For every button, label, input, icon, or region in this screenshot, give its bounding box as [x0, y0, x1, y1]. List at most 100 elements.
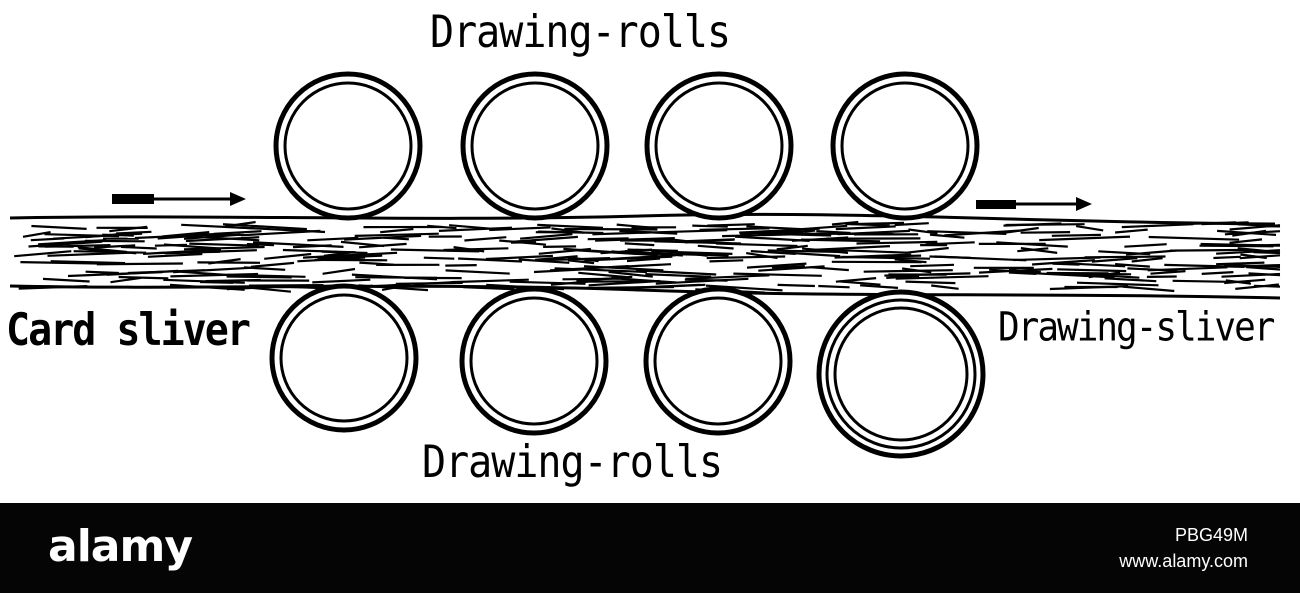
fiber-stroke — [1239, 254, 1281, 260]
fiber-stroke — [179, 234, 260, 242]
fiber-stroke — [1213, 255, 1241, 260]
fiber-stroke — [485, 254, 553, 261]
fiber-stroke — [518, 258, 570, 264]
output-arrow — [976, 197, 1092, 211]
fiber-stroke — [1115, 228, 1148, 234]
fiber-stroke — [627, 248, 678, 252]
fiber-stroke — [699, 227, 770, 231]
fiber-stroke — [645, 273, 712, 278]
top-rolls-label: Drawing-rolls — [430, 6, 731, 59]
fiber-stroke — [1104, 277, 1157, 283]
fiber-stroke — [805, 245, 890, 252]
fiber-stroke — [413, 281, 453, 286]
fiber-stroke — [1216, 249, 1281, 255]
fiber-stroke — [445, 269, 510, 275]
fiber-stroke — [1008, 271, 1037, 275]
fiber-stroke — [77, 246, 128, 254]
fiber-stroke — [499, 239, 547, 246]
drawing-sliver-label: Drawing-sliver — [998, 304, 1275, 351]
fiber-stroke — [685, 274, 770, 280]
fiber-stroke — [611, 277, 677, 284]
fiber-stroke — [611, 283, 701, 290]
fiber-stroke — [1020, 247, 1058, 254]
fiber-stroke — [934, 255, 1027, 262]
fiber-stroke — [905, 246, 949, 254]
fiber-stroke — [863, 269, 953, 273]
top-roll-2 — [460, 71, 610, 221]
fiber-stroke — [1224, 230, 1281, 236]
fiber-stroke — [739, 229, 791, 234]
fiber-stroke — [651, 250, 733, 255]
fiber-stroke — [264, 252, 312, 260]
fiber-stroke — [213, 230, 262, 235]
fiber-stroke — [1164, 263, 1245, 268]
bottom-roll-2 — [459, 286, 609, 436]
fiber-stroke — [608, 270, 653, 278]
fiber-stroke — [616, 223, 654, 229]
fiber-stroke — [692, 224, 728, 228]
fiber-stroke — [94, 244, 136, 249]
fiber-stroke — [609, 263, 672, 269]
fiber-stroke — [1088, 271, 1121, 279]
fiber-stroke — [169, 283, 245, 291]
fiber-stroke — [307, 236, 359, 242]
fiber-stroke — [575, 249, 659, 257]
fiber-stroke — [340, 240, 385, 248]
fiber-stroke — [675, 238, 735, 243]
fiber-stroke — [53, 232, 143, 240]
fiber-stroke — [624, 242, 655, 247]
fiber-stroke — [733, 272, 822, 277]
fiber-stroke — [22, 231, 51, 238]
fiber-stroke — [567, 259, 595, 265]
fiber-stroke — [451, 278, 529, 284]
fiber-stroke — [1245, 265, 1281, 271]
fiber-stroke — [895, 275, 989, 280]
fiber-stroke — [619, 229, 678, 235]
fiber-stroke — [116, 230, 152, 235]
fiber-stroke — [106, 269, 179, 276]
fiber-stroke — [538, 247, 592, 255]
fiber-stroke — [1201, 271, 1234, 275]
fiber-stroke — [31, 224, 87, 230]
fiber-stroke — [537, 223, 604, 229]
fiber-stroke — [14, 250, 72, 258]
fiber-stroke — [511, 235, 578, 243]
fiber-stroke — [537, 257, 611, 262]
fiber-stroke — [205, 278, 261, 283]
fiber-stroke — [835, 277, 877, 283]
fiber-stroke — [249, 286, 292, 293]
diagram-canvas — [9, 71, 1281, 459]
bottom-rolls-label: Drawing-rolls — [422, 436, 723, 489]
fiber-stroke — [927, 230, 1007, 235]
fiber-stroke — [603, 254, 676, 261]
fiber-stroke — [250, 261, 295, 268]
fiber-stroke — [842, 253, 912, 259]
fiber-stroke — [85, 270, 119, 275]
fiber-stroke — [181, 223, 259, 230]
fiber-stroke — [706, 255, 786, 260]
fiber-stroke — [1025, 271, 1115, 279]
fiber-stroke — [1076, 281, 1159, 287]
fiber-stroke — [157, 235, 192, 240]
fiber-stroke — [771, 265, 805, 269]
fiber-stroke — [931, 284, 959, 290]
fiber-stroke — [818, 284, 850, 289]
fiber-stroke — [380, 227, 414, 234]
fiber-stroke — [740, 230, 800, 235]
fiber-stroke — [1248, 272, 1281, 277]
top-drawing-rolls — [273, 71, 980, 221]
fiber-stroke — [884, 272, 971, 277]
fiber-stroke — [925, 241, 975, 246]
fiber-stroke — [944, 229, 1020, 237]
fiber-stroke — [162, 231, 210, 238]
fiber-stroke — [390, 248, 480, 253]
fiber-stroke — [576, 275, 633, 283]
fiber-stroke — [449, 224, 493, 230]
fiber-stroke — [222, 223, 307, 231]
fiber-stroke — [50, 260, 126, 265]
fiber-stroke — [654, 240, 741, 245]
fiber-stroke — [595, 237, 675, 242]
fiber-stroke — [583, 265, 664, 272]
bottom-roll-4 — [816, 289, 986, 459]
fiber-stroke — [588, 279, 660, 287]
